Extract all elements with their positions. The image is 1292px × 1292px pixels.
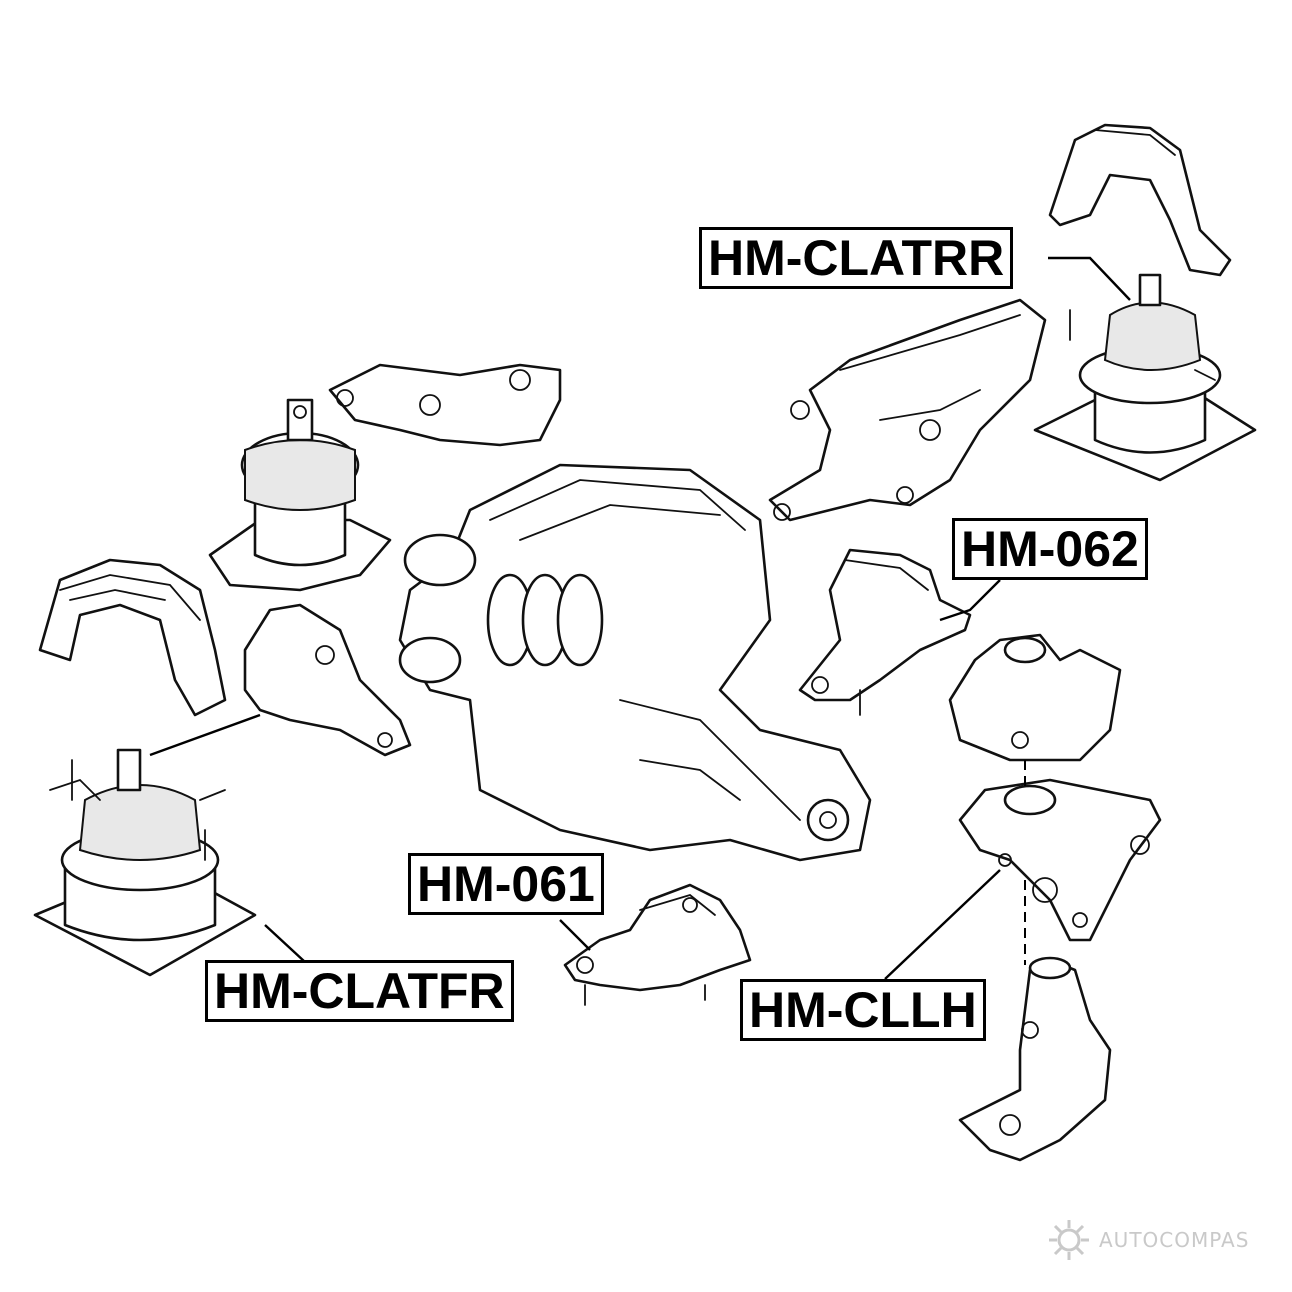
label-hm-clatrr: HM-CLATRR: [699, 227, 1014, 289]
right-u-bracket: [1048, 123, 1232, 277]
label-hm-clatfr: HM-CLATFR: [205, 960, 514, 1022]
hm-061-mount: [563, 883, 752, 1006]
upper-bracket: [328, 363, 562, 447]
lower-right-bracket: [958, 956, 1112, 1162]
hm-cllh-mount: [958, 778, 1162, 942]
watermark-text: AUTOCOMPAS: [1099, 1228, 1250, 1252]
label-hm-062: HM-062: [952, 518, 1148, 580]
label-hm-061: HM-061: [408, 853, 604, 915]
left-cylinder-mount: [208, 398, 392, 592]
engine-block: [398, 463, 872, 862]
gear-logo-icon: [1049, 1220, 1089, 1260]
right-cradle: [948, 633, 1122, 762]
label-hm-cllh: HM-CLLH: [740, 979, 986, 1041]
left-cradle-bracket: [38, 558, 227, 717]
hm-062-mount: [798, 548, 972, 716]
watermark: AUTOCOMPAS: [1045, 1210, 1249, 1270]
leader-lines: [149, 256, 1131, 980]
hm-clatfr-mount: [33, 748, 257, 977]
right-arm-bracket: [768, 298, 1047, 522]
left-small-bracket: [243, 603, 412, 757]
hm-clatrr-mount: [1033, 273, 1257, 482]
